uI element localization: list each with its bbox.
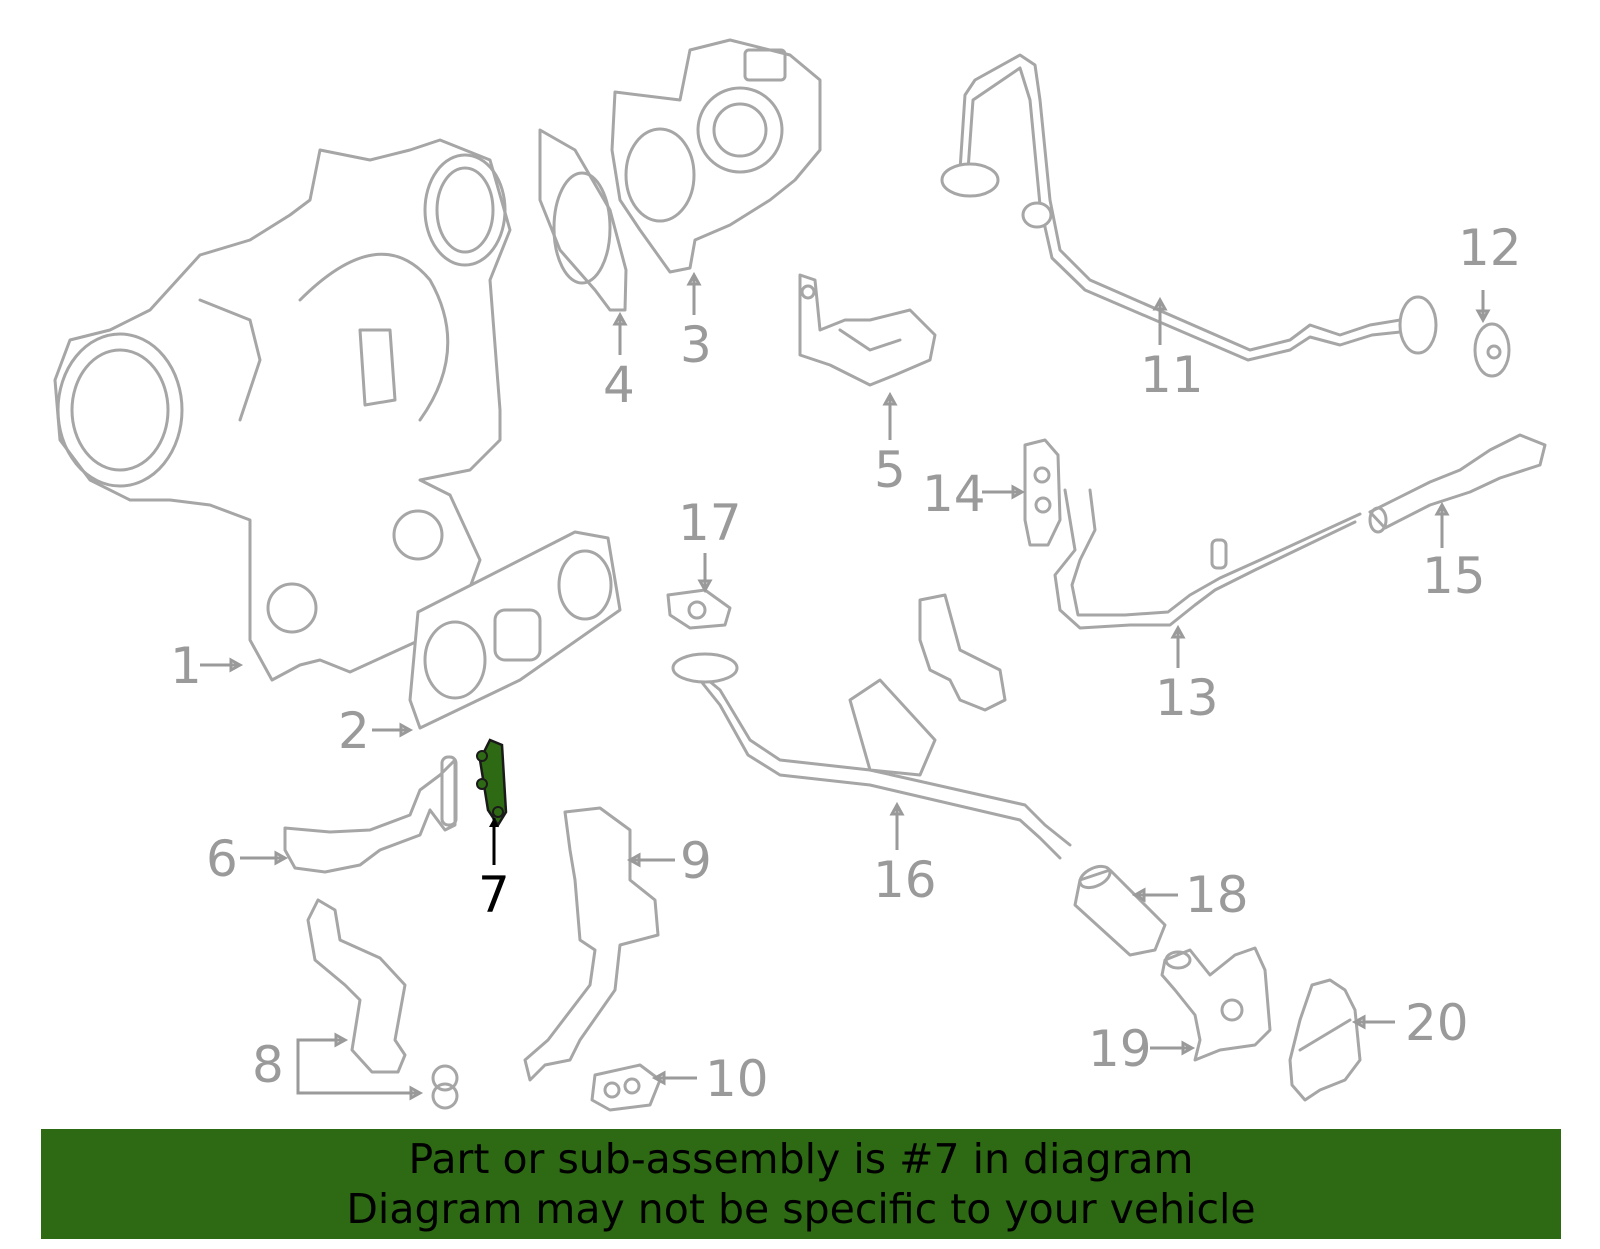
callout-10: 10 [705,1050,769,1108]
callout-16: 16 [873,851,937,909]
part-7-highlighted [476,738,508,828]
callout-8: 8 [252,1036,284,1094]
part-13-coolant-pipe [1053,488,1362,630]
callout-3: 3 [680,316,712,374]
part-2-gasket [408,530,622,730]
callout-1: 1 [170,637,202,695]
part-12-washer [1473,322,1511,378]
part-17-gasket [666,588,732,630]
leader-lines [200,271,1491,1101]
callout-12: 12 [1458,219,1522,277]
callout-19: 19 [1088,1020,1152,1078]
callout-17: 17 [678,494,742,552]
callout-15: 15 [1422,547,1486,605]
part-9-pipe [523,806,660,1082]
callout-6: 6 [206,830,238,888]
callout-18: 18 [1185,866,1249,924]
callout-4: 4 [603,356,635,414]
part-15-pipe [1368,433,1547,534]
part-6-pipe [283,755,458,874]
part-18-hose [1073,864,1167,957]
info-banner: Part or sub-assembly is #7 in diagram Di… [41,1129,1561,1239]
callout-20: 20 [1405,994,1469,1052]
banner-line-2: Diagram may not be specific to your vehi… [346,1185,1256,1233]
callout-9: 9 [680,832,712,890]
part-13-bracket [918,593,1007,712]
callout-13: 13 [1155,669,1219,727]
part-8-hose [306,898,459,1110]
part-19-housing [1160,946,1272,1062]
part-3-valve [610,38,822,274]
banner-line-1: Part or sub-assembly is #7 in diagram [408,1135,1194,1183]
callout-7: 7 [478,866,510,924]
part-14-gasket [1023,438,1062,547]
callout-5: 5 [874,441,906,499]
part-20-heat-shield [1288,978,1362,1102]
callout-labels: 1 2 3 4 5 6 7 8 9 10 11 12 13 14 15 16 1… [170,219,1522,1108]
callout-14: 14 [922,465,986,523]
callout-11: 11 [1140,346,1204,404]
part-11-oil-line [940,53,1438,362]
part-10-gasket [590,1063,662,1112]
part-16-pipe [671,652,1072,860]
part-4-gasket [538,128,628,312]
callout-2: 2 [338,702,370,760]
part-1-turbocharger [53,138,512,682]
part-5-bracket [798,273,937,387]
